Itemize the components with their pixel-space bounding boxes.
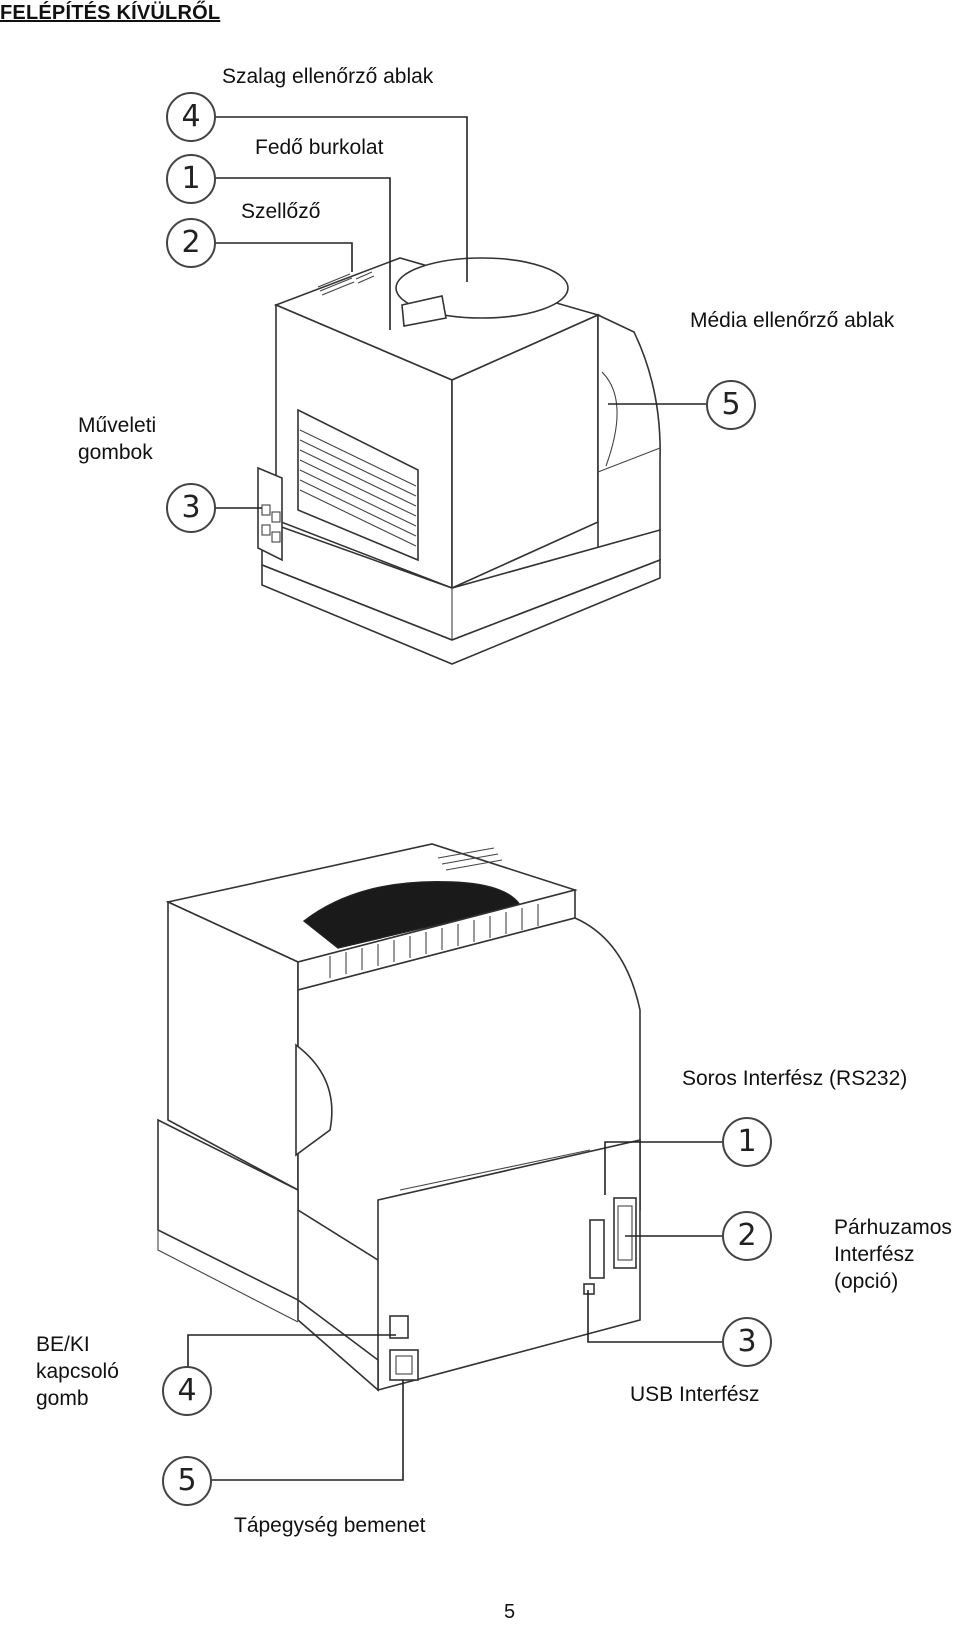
callout-label-operation-buttons-line1: Műveleti	[78, 414, 157, 437]
leader-rear-1	[604, 1141, 722, 1195]
callout-label-operation-buttons-line2: gombok	[78, 441, 153, 464]
callout-label-cover: Fedő burkolat	[255, 136, 384, 159]
callout-badge-rear-4: 4	[162, 1366, 212, 1416]
leader-front-4	[210, 116, 468, 282]
page-title: FELÉPÍTÉS KÍVÜLRŐL	[0, 2, 221, 24]
callout-label-parallel-line1: Párhuzamos	[834, 1216, 952, 1239]
callout-badge-rear-3: 3	[722, 1317, 772, 1367]
callout-label-usb-interface: USB Interfész	[630, 1383, 760, 1406]
callout-label-power-switch-line2: kapcsoló	[36, 1360, 119, 1383]
callout-badge-rear-1: 1	[722, 1117, 772, 1167]
callout-label-power-switch-line3: gomb	[36, 1387, 89, 1410]
callout-label-parallel-line2: Interfész	[834, 1243, 915, 1266]
callout-badge-front-3: 3	[166, 483, 216, 533]
callout-badge-front-5: 5	[706, 380, 756, 430]
callout-label-vent: Szellőző	[241, 200, 321, 223]
callout-label-power-switch-line1: BE/KI	[36, 1333, 90, 1356]
callout-badge-rear-5: 5	[162, 1456, 212, 1506]
callout-badge-front-2: 2	[166, 218, 216, 268]
callout-label-ribbon-window: Szalag ellenőrző ablak	[222, 65, 434, 88]
callout-label-parallel-line3: (opció)	[834, 1270, 899, 1293]
leader-rear-5	[210, 1380, 404, 1481]
rear-printer-drawing	[157, 843, 641, 1392]
front-printer-drawing	[257, 257, 661, 665]
leader-front-2	[210, 242, 353, 272]
leader-rear-3	[587, 1290, 722, 1343]
callout-badge-rear-2: 2	[722, 1211, 772, 1261]
callout-badge-front-1: 1	[166, 154, 216, 204]
callout-label-serial-interface: Soros Interfész (RS232)	[682, 1067, 908, 1090]
callout-badge-front-4: 4	[166, 92, 216, 142]
leader-front-1	[210, 177, 391, 330]
callout-label-power-input: Tápegység bemenet	[234, 1514, 426, 1537]
page-number: 5	[504, 1601, 516, 1623]
callout-label-media-window: Média ellenőrző ablak	[690, 309, 895, 332]
